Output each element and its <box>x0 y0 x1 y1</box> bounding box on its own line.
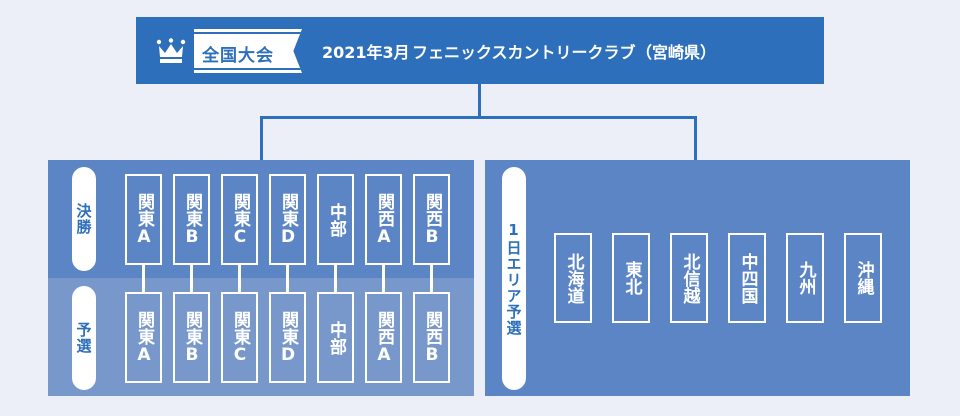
prelims-team-box: 中部 <box>317 292 354 383</box>
badge-label: 全国大会 <box>202 46 274 66</box>
finals-team-box: 関東C <box>221 174 258 265</box>
event-venue: フェニックスカントリークラブ <box>412 43 636 62</box>
connector-line <box>334 264 337 294</box>
area-box: 九州 <box>786 233 824 323</box>
connector-line <box>190 264 193 294</box>
connector-line <box>694 116 697 160</box>
area-prelims-label: 1日エリア予選 <box>502 167 526 390</box>
area-box: 北信越 <box>670 233 708 323</box>
finals-team-box: 関西B <box>413 174 450 265</box>
connector-line <box>238 264 241 294</box>
finals-team-box: 関東B <box>173 174 210 265</box>
connector-line <box>260 116 263 160</box>
event-date: 2021年3月 <box>322 43 410 62</box>
area-box: 中四国 <box>728 233 766 323</box>
crown-icon <box>156 38 186 63</box>
connector-line <box>286 264 289 294</box>
area-box: 沖縄 <box>844 233 882 323</box>
national-tournament-badge: 全国大会 <box>194 29 302 73</box>
area-box: 東北 <box>612 233 650 323</box>
prelims-team-box: 関東A <box>125 292 162 383</box>
connector-line <box>430 264 433 294</box>
finals-label: 決勝 <box>72 167 96 271</box>
event-prefecture: （宮崎県） <box>636 43 717 62</box>
connector-line <box>142 264 145 294</box>
finals-section <box>48 160 474 278</box>
header-bar: 全国大会 2021年3月 フェニックスカントリークラブ （宮崎県） <box>136 17 824 84</box>
prelims-team-box: 関西A <box>365 292 402 383</box>
finals-team-box: 関東A <box>125 174 162 265</box>
finals-team-box: 関東D <box>269 174 306 265</box>
finals-team-box: 中部 <box>317 174 354 265</box>
prelims-team-box: 関東C <box>221 292 258 383</box>
prelims-label: 予選 <box>72 286 96 390</box>
connector-line <box>260 116 697 119</box>
prelims-section <box>48 278 474 396</box>
area-box: 北海道 <box>554 233 592 323</box>
prelims-team-box: 関西B <box>413 292 450 383</box>
finals-team-box: 関西A <box>365 174 402 265</box>
prelims-team-box: 関東D <box>269 292 306 383</box>
connector-line <box>478 84 481 119</box>
connector-line <box>382 264 385 294</box>
prelims-team-box: 関東B <box>173 292 210 383</box>
